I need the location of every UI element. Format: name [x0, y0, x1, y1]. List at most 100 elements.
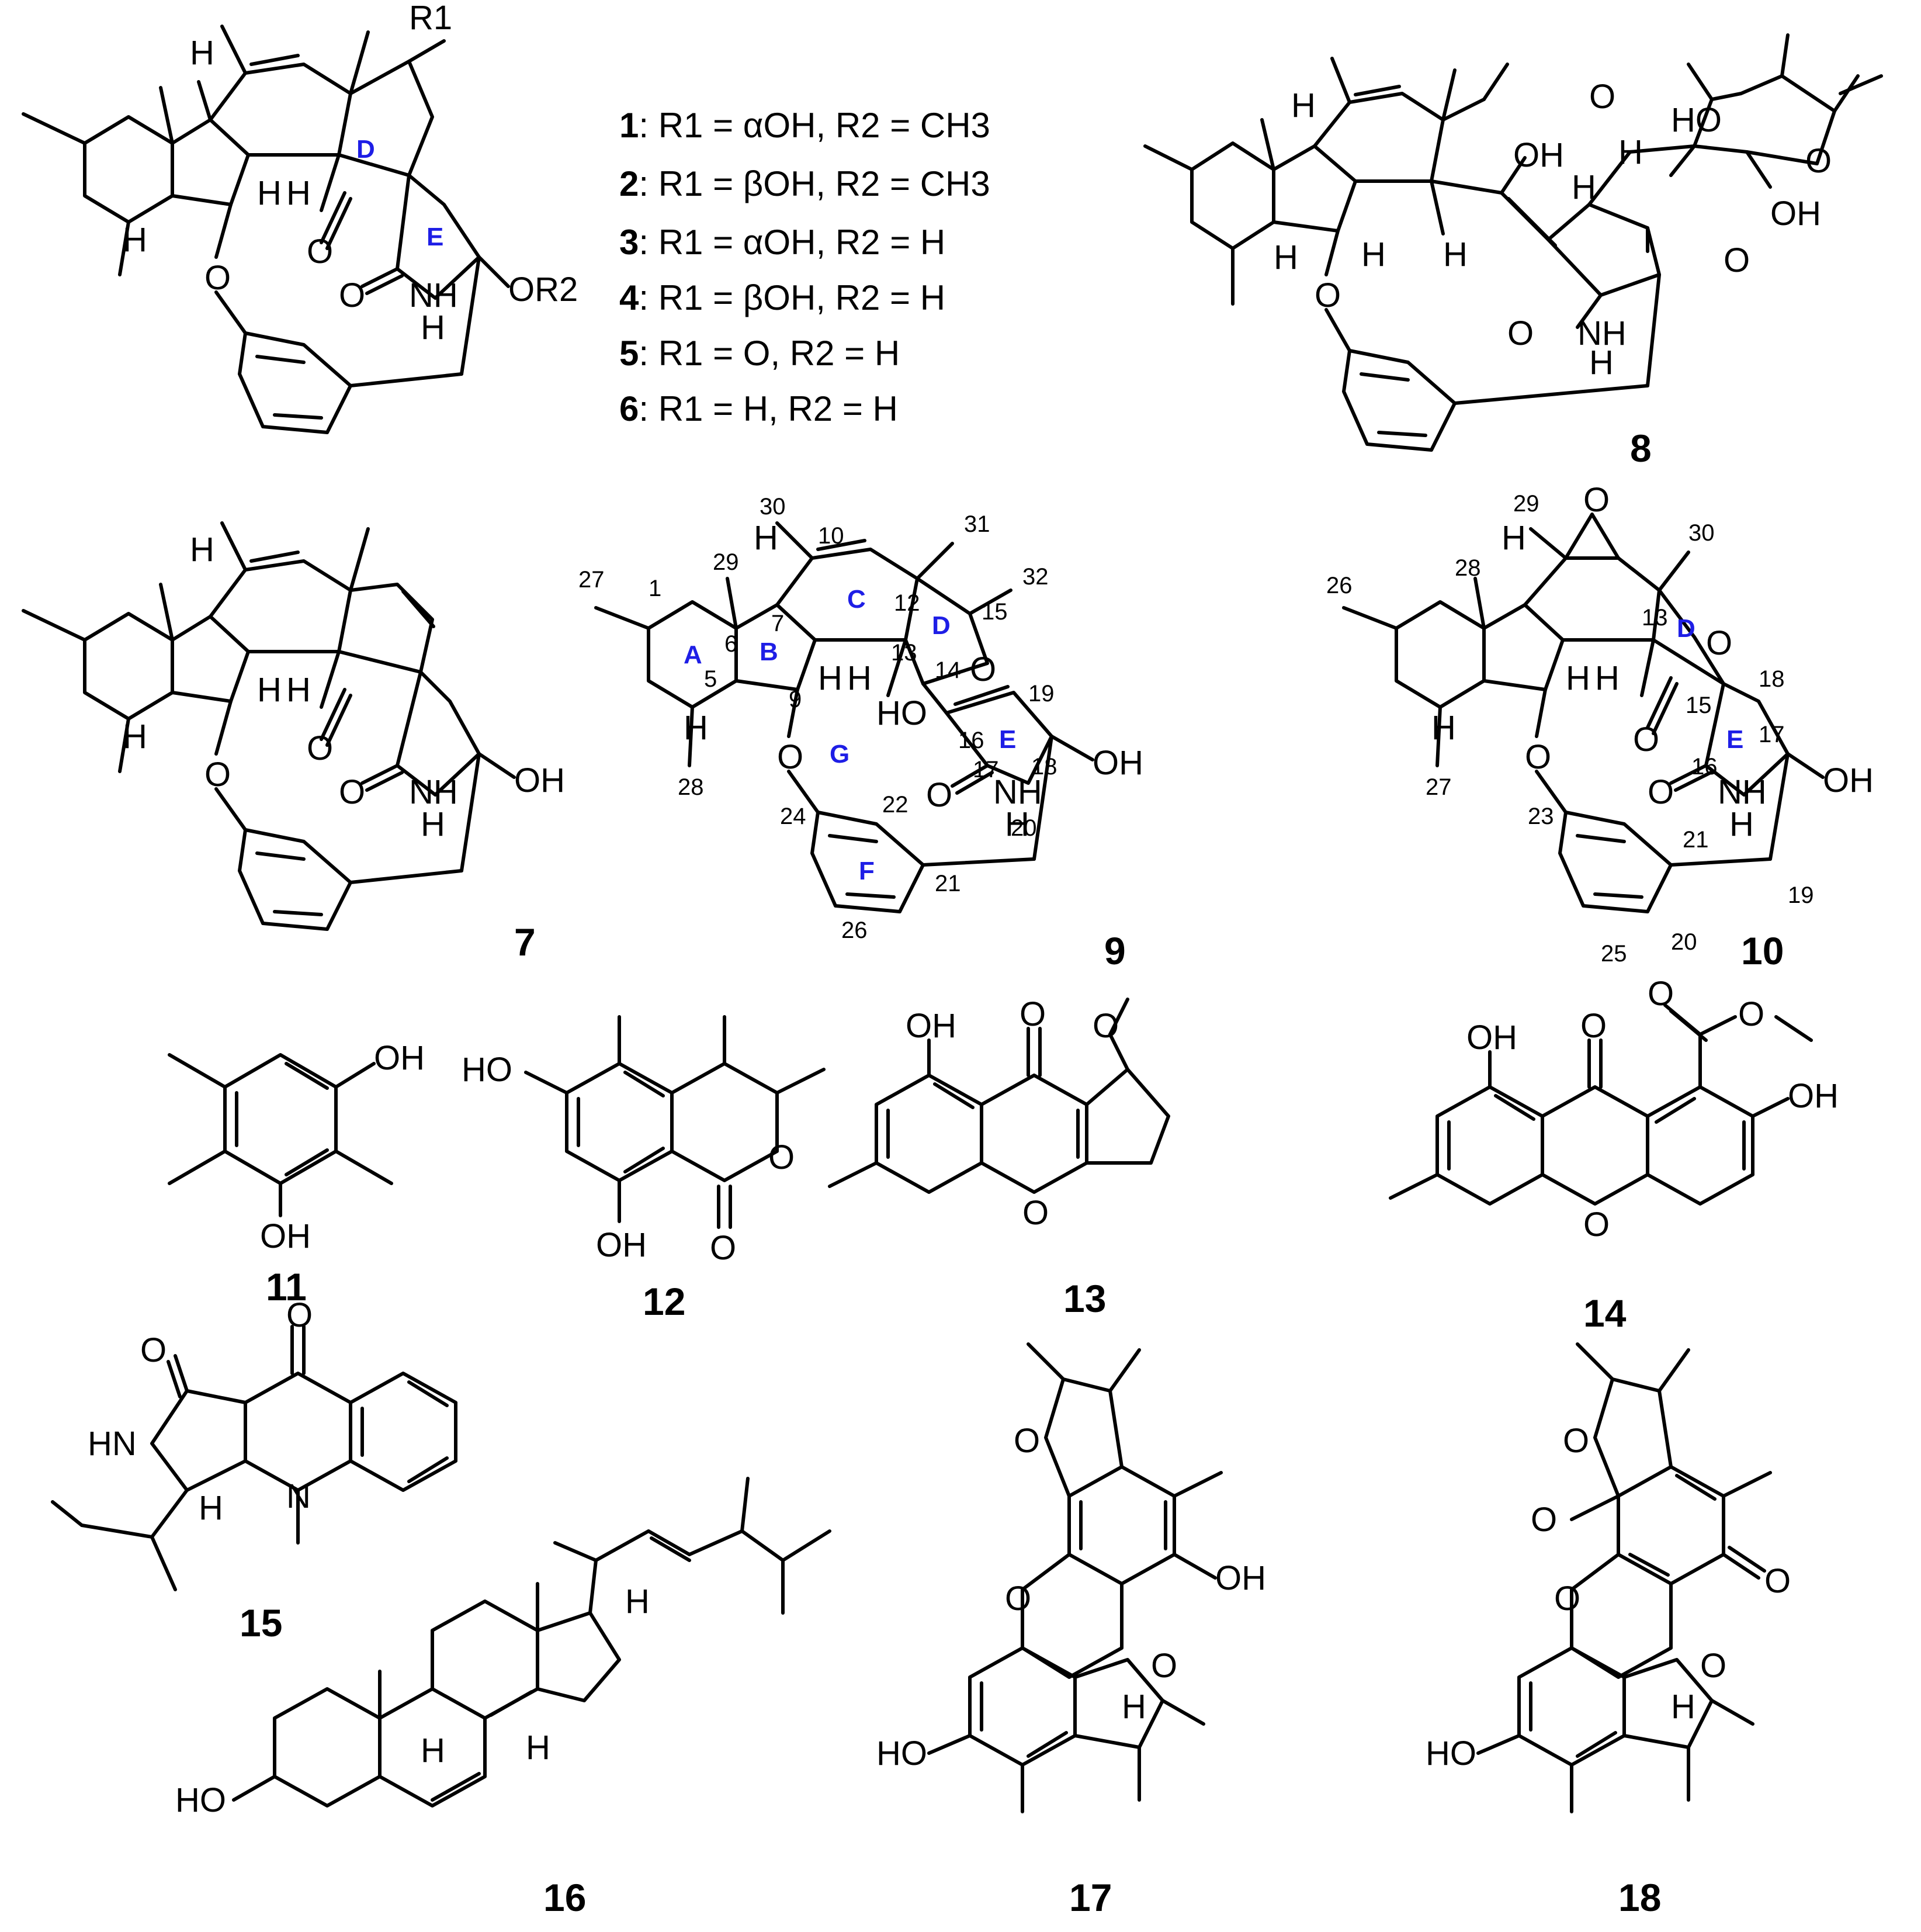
- label-oh: OH: [514, 761, 565, 799]
- structure-9: H H H H HO O O NH H OH O A B C D E F G 1…: [578, 494, 1143, 943]
- atom-number: 24: [780, 804, 806, 829]
- label-h: H: [286, 174, 311, 212]
- atom-number: 6: [724, 631, 737, 657]
- legend-row-3: 3: R1 = αOH, R2 = H: [619, 223, 945, 262]
- atom-number: 30: [1688, 520, 1715, 546]
- atom-number: 13: [1642, 605, 1668, 631]
- label-h: H: [1005, 805, 1029, 843]
- compound-number-8: 8: [1630, 427, 1652, 470]
- atom-number: 21: [1683, 827, 1709, 853]
- label-o: O: [710, 1229, 736, 1267]
- label-oh: OH: [906, 1007, 956, 1045]
- label-h: H: [1671, 1688, 1695, 1726]
- atom-number: 29: [713, 549, 739, 575]
- atom-number: 17: [973, 757, 999, 783]
- atom-number: 30: [760, 494, 786, 520]
- atom-number: 28: [678, 774, 704, 800]
- label-oh: OH: [374, 1039, 425, 1077]
- label-hn: HN: [88, 1425, 137, 1463]
- atom-number: 26: [1326, 573, 1353, 598]
- legend-row-4: 4: R1 = βOH, R2 = H: [619, 278, 945, 317]
- atom-number: 27: [578, 567, 605, 593]
- label-o: O: [1525, 738, 1551, 776]
- label-h: H: [1274, 238, 1298, 276]
- label-o: O: [339, 276, 365, 314]
- atom-number: 17: [1759, 722, 1785, 747]
- label-o: O: [140, 1331, 167, 1369]
- compound-number-16: 16: [543, 1876, 586, 1919]
- ring-label-b: B: [760, 638, 778, 666]
- atom-number: 15: [982, 599, 1008, 625]
- label-o: O: [1580, 1007, 1607, 1045]
- label-h: H: [1618, 133, 1643, 171]
- label-or2: OR2: [508, 271, 578, 309]
- atom-number: 5: [704, 666, 717, 692]
- label-o: O: [1005, 1580, 1031, 1618]
- structure-7: H H H H O O NH H OH O: [22, 521, 565, 931]
- label-o: O: [1648, 773, 1674, 811]
- label-h: H: [1443, 236, 1468, 273]
- label-h: H: [286, 671, 311, 709]
- label-h: H: [421, 805, 445, 843]
- atom-number: 26: [841, 917, 868, 943]
- compound-number-10: 10: [1741, 929, 1784, 972]
- structure-17: O OH O O H HO: [876, 1342, 1266, 1813]
- label-o: O: [1554, 1580, 1580, 1618]
- label-o: O: [339, 773, 365, 811]
- ring-label-e: E: [426, 223, 443, 251]
- compound-number-11: 11: [266, 1265, 307, 1308]
- atom-number: 14: [935, 657, 961, 683]
- label-ho: HO: [1671, 101, 1722, 139]
- label-o: O: [1764, 1562, 1791, 1600]
- label-oh: OH: [260, 1217, 311, 1255]
- compound-number-13: 13: [1063, 1277, 1106, 1320]
- label-h: H: [1572, 168, 1596, 206]
- label-o: O: [1700, 1647, 1726, 1685]
- ring-label-d: D: [356, 135, 375, 164]
- label-o: O: [286, 1296, 313, 1334]
- label-oh: OH: [1215, 1559, 1266, 1597]
- label-h: H: [847, 659, 872, 697]
- atom-number: 19: [1788, 882, 1814, 908]
- label-h: H: [684, 709, 708, 747]
- structure-11: OH OH: [168, 1039, 425, 1255]
- atom-number: 7: [771, 611, 784, 636]
- legend-row-2: 2: R1 = βOH, R2 = CH3: [619, 164, 990, 203]
- compound-number-17: 17: [1069, 1876, 1112, 1919]
- label-o: O: [204, 259, 231, 297]
- label-o: O: [1583, 481, 1610, 519]
- label-nh: NH: [409, 773, 458, 811]
- label-o: O: [204, 756, 231, 794]
- label-h: H: [1361, 236, 1386, 273]
- label-o: O: [1020, 995, 1046, 1033]
- label-oh: OH: [596, 1226, 647, 1264]
- atom-number: 9: [789, 687, 802, 712]
- label-r1: R1: [409, 0, 452, 37]
- label-o: O: [768, 1138, 795, 1176]
- label-h: H: [257, 174, 282, 212]
- label-h: H: [123, 221, 147, 259]
- structure-14: OH O O O OH O: [1389, 975, 1839, 1244]
- ring-label-e: E: [999, 725, 1016, 754]
- label-o: O: [1583, 1206, 1610, 1244]
- atom-number: 29: [1513, 491, 1539, 517]
- atom-number: 1: [649, 576, 661, 601]
- label-ho: HO: [462, 1051, 512, 1089]
- label-o: O: [1706, 624, 1732, 662]
- label-h: H: [1291, 86, 1316, 124]
- label-ho: HO: [175, 1781, 226, 1819]
- label-oh: OH: [1770, 195, 1821, 233]
- label-nh: NH: [993, 773, 1042, 811]
- label-h: H: [421, 309, 445, 347]
- legend: 1: R1 = αOH, R2 = CH3 2: R1 = βOH, R2 = …: [619, 106, 990, 428]
- atom-number: 31: [964, 511, 990, 537]
- atom-number: 15: [1686, 693, 1712, 718]
- structure-8: H H H H OH H H O HO OH O O O NH H O: [1143, 33, 1883, 452]
- label-ho: HO: [1426, 1734, 1476, 1772]
- label-o: O: [1724, 241, 1750, 279]
- ring-label-e: E: [1726, 725, 1743, 754]
- label-h: H: [190, 531, 214, 569]
- label-o: O: [970, 650, 996, 688]
- compound-numbers: 8 7 9 10 11 12 13 14 15 16 17 18: [240, 427, 1784, 1919]
- label-h: H: [526, 1729, 550, 1767]
